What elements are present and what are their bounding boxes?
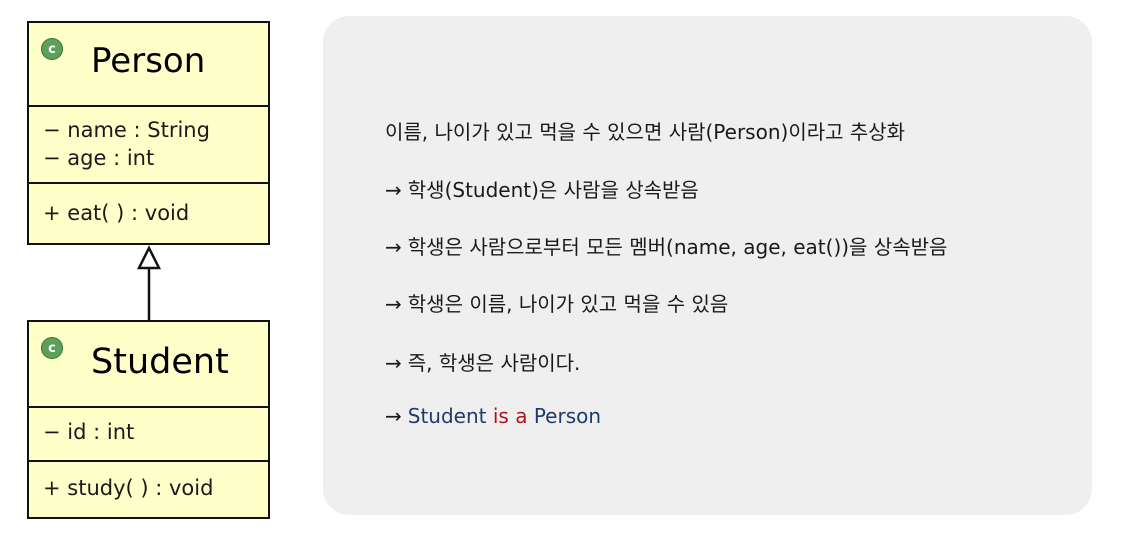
description-line-3: →학생은 사람으로부터 모든 멤버(name, age, eat())을 상속받…	[385, 231, 947, 260]
description-panel: 이름, 나이가 있고 먹을 수 있으면 사람(Person)이라고 추상화 →학…	[323, 16, 1092, 515]
attribute-age: − age : int	[43, 146, 155, 170]
conclusion-line: →Student is a Person	[385, 404, 601, 428]
class-icon: c	[41, 38, 63, 60]
attributes-section-student: − id : int	[29, 408, 268, 462]
class-name-student: Student	[91, 342, 229, 382]
class-header-person: c Person	[29, 23, 268, 107]
class-box-student: c Student − id : int + study( ) : void	[27, 320, 270, 519]
description-text: 학생은 사람으로부터 모든 멤버(name, age, eat())을 상속받음	[407, 235, 948, 259]
arrow-icon: →	[385, 178, 402, 202]
inheritance-triangle-icon	[136, 245, 162, 270]
description-text: 학생(Student)은 사람을 상속받음	[407, 178, 699, 202]
class-box-person: c Person − name : String − age : int + e…	[27, 21, 270, 245]
description-line-1: 이름, 나이가 있고 먹을 수 있으면 사람(Person)이라고 추상화	[385, 116, 905, 145]
class-header-student: c Student	[29, 322, 268, 408]
description-line-5: →즉, 학생은 사람이다.	[385, 347, 580, 376]
description-text: 학생은 이름, 나이가 있고 먹을 수 있음	[407, 292, 729, 316]
class-icon: c	[41, 337, 63, 359]
description-line-2: →학생(Student)은 사람을 상속받음	[385, 174, 699, 203]
attribute-name: − name : String	[43, 118, 210, 142]
arrow-icon: →	[385, 351, 402, 375]
arrow-icon: →	[385, 292, 402, 316]
operation-eat: + eat( ) : void	[43, 201, 190, 225]
attributes-section-person: − name : String − age : int	[29, 107, 268, 184]
arrow-icon: →	[385, 404, 402, 428]
operations-section-person: + eat( ) : void	[29, 184, 268, 243]
description-text: 즉, 학생은 사람이다.	[407, 351, 581, 375]
arrow-icon: →	[385, 235, 402, 259]
operations-section-student: + study( ) : void	[29, 462, 268, 518]
class-name-person: Person	[91, 41, 206, 81]
attribute-id: − id : int	[43, 420, 135, 444]
conclusion-subject: Student	[407, 404, 487, 428]
conclusion-object: Person	[533, 404, 602, 428]
conclusion-verb: is a	[492, 404, 528, 428]
operation-study: + study( ) : void	[43, 476, 214, 500]
description-line-4: →학생은 이름, 나이가 있고 먹을 수 있음	[385, 288, 728, 317]
description-text: 이름, 나이가 있고 먹을 수 있으면 사람(Person)이라고 추상화	[385, 120, 906, 144]
